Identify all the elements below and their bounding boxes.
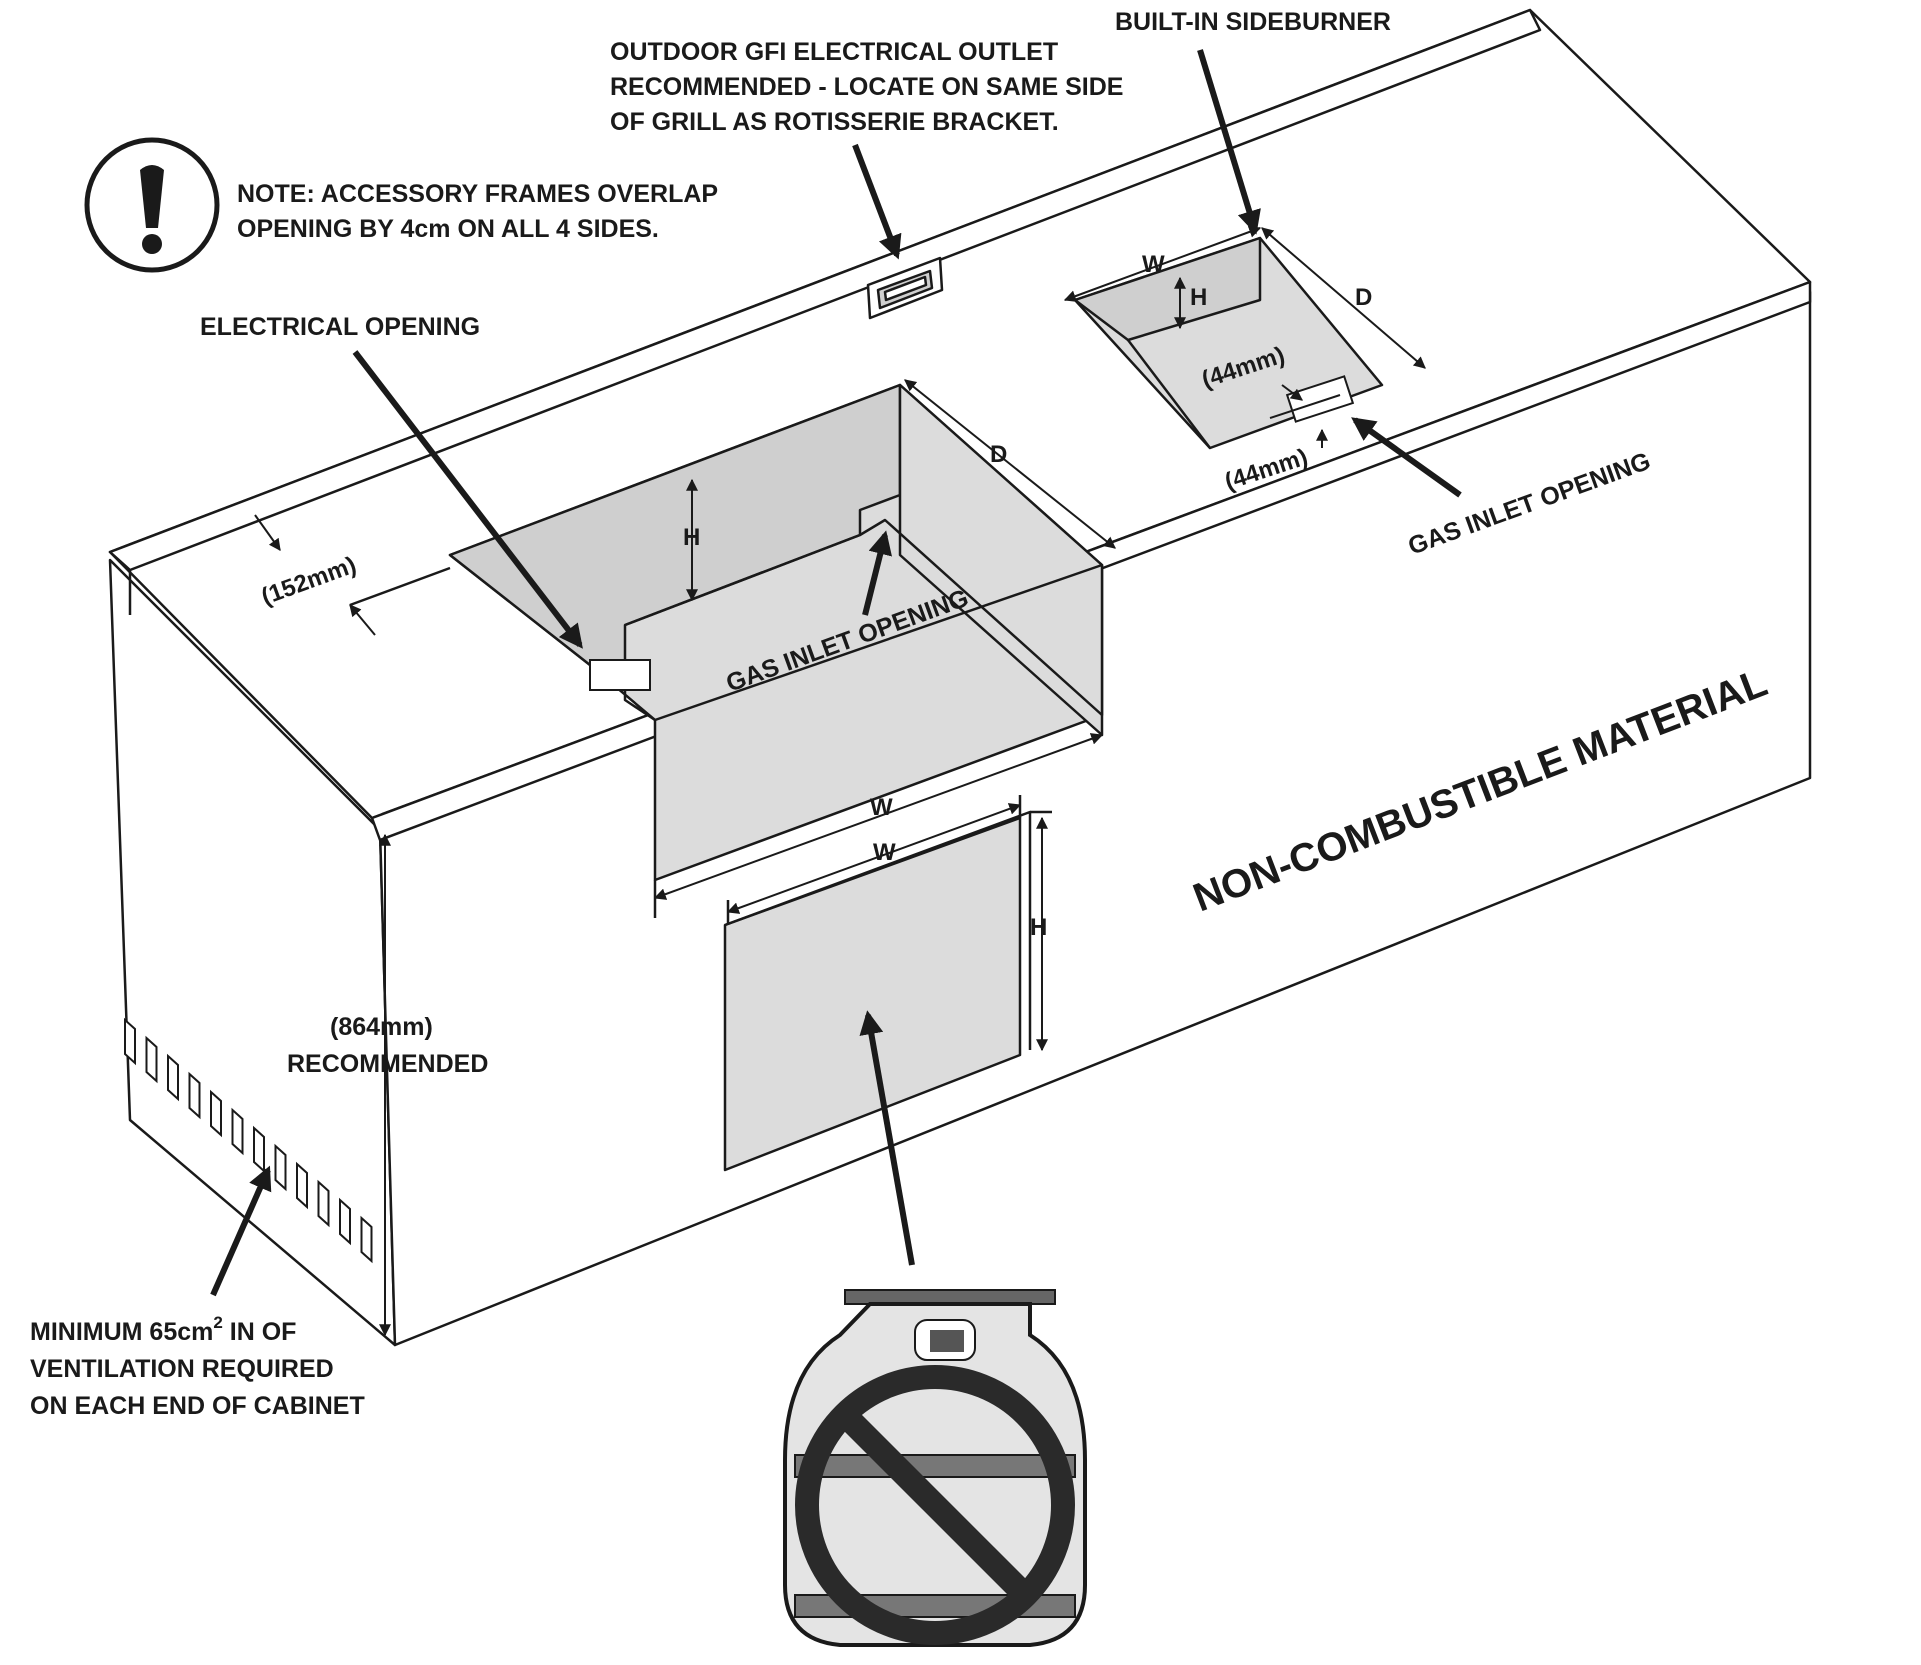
height-value: (864mm) [330, 1013, 433, 1041]
propane-tank-prohibited-icon [783, 1289, 1087, 1647]
vent-slot [210, 1089, 222, 1138]
dim-sb-d: D [1355, 284, 1372, 311]
backsplash [108, 8, 1542, 572]
vent-slot [296, 1161, 308, 1210]
ventilation-slots [124, 1017, 373, 1264]
note-line2: OPENING BY 4cm ON ALL 4 SIDES. [237, 215, 659, 243]
gfi-label-line3: OF GRILL AS ROTISSERIE BRACKET. [610, 108, 1059, 136]
vent-slot [145, 1035, 158, 1084]
dim-sb-w: W [1142, 251, 1165, 278]
dim-grill-h: H [683, 524, 700, 551]
dim-door-w: W [873, 839, 896, 866]
vent-label-line3: ON EACH END OF CABINET [30, 1392, 365, 1420]
dim-grill-w: W [870, 794, 893, 821]
vent-slot [317, 1179, 330, 1228]
electrical-opening-label: ELECTRICAL OPENING [200, 313, 480, 341]
dim-door-h: H [1030, 914, 1047, 941]
vent-slot [274, 1143, 287, 1192]
vent-slot [339, 1197, 351, 1246]
gfi-label-line1: OUTDOOR GFI ELECTRICAL OUTLET [610, 38, 1058, 66]
sideburner-gas-inlet [1285, 375, 1355, 423]
vent-slot [124, 1017, 136, 1066]
warning-exclamation-icon [84, 137, 220, 273]
vent-slot [360, 1215, 373, 1264]
dim-grill-d: D [990, 441, 1007, 468]
vent-label-line2: VENTILATION REQUIRED [30, 1355, 334, 1383]
gfi-outlet [866, 256, 944, 320]
dim-sb-h: H [1190, 284, 1207, 311]
vent-slot [167, 1053, 179, 1102]
vent-slot [188, 1071, 201, 1120]
note-line1: NOTE: ACCESSORY FRAMES OVERLAP [237, 180, 718, 208]
vent-slot [253, 1125, 265, 1174]
height-note: RECOMMENDED [287, 1050, 488, 1078]
vent-label-line1: MINIMUM 65cm2 IN OF [30, 1313, 296, 1346]
vent-slot [231, 1107, 244, 1156]
gfi-label-line2: RECOMMENDED - LOCATE ON SAME SIDE [610, 73, 1123, 101]
sideburner-label: BUILT-IN SIDEBURNER [1115, 8, 1391, 36]
